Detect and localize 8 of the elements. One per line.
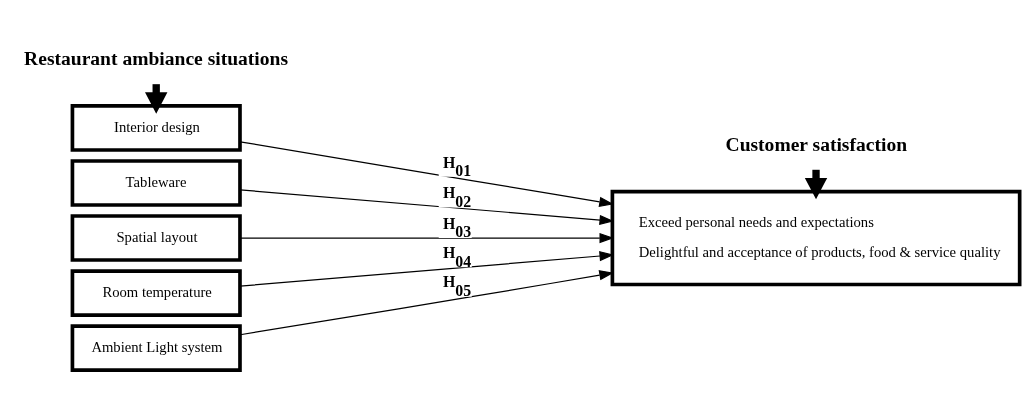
node-box: Ambient Light system xyxy=(70,323,242,372)
node-text: Restaurant ambiance situations xyxy=(24,47,289,69)
node-text: Customer satisfaction xyxy=(725,133,908,155)
node-box: Interior design xyxy=(70,103,242,152)
node-box: Spatial layout xyxy=(70,213,242,262)
node-box: Tableware xyxy=(70,158,242,207)
node-box: Room temperature xyxy=(70,268,242,317)
node-box: Exceed personal needs and expectations Delightful and acceptance of products, food & service quality xyxy=(610,189,1022,286)
